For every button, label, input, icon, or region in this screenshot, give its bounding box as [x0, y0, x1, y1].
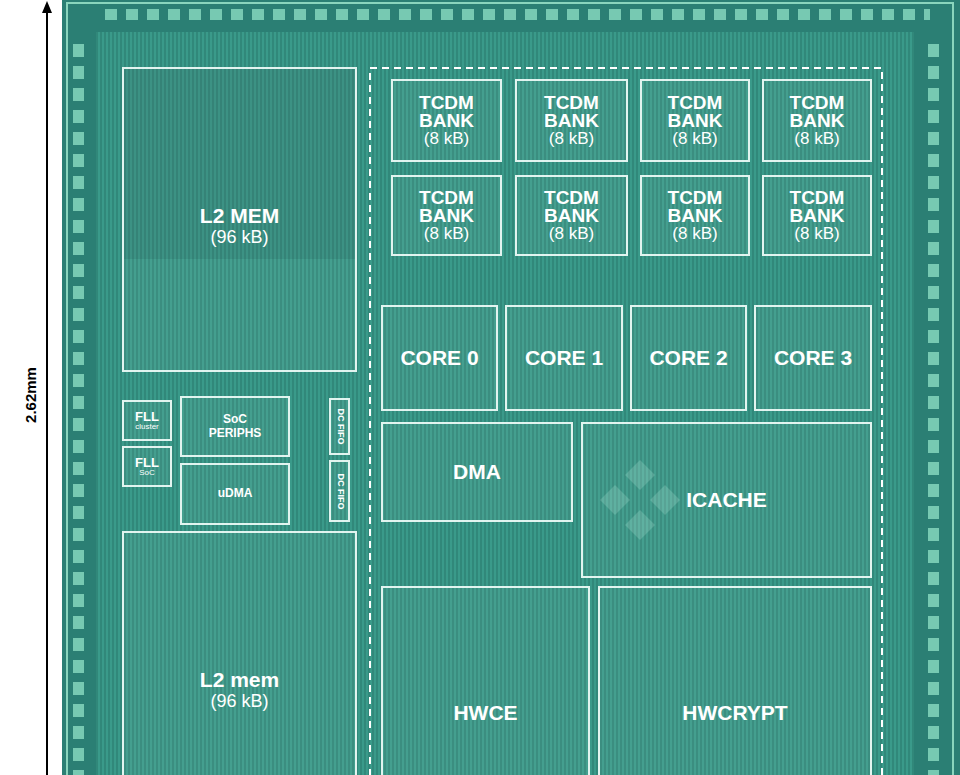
block-name: TCDM BANK — [540, 189, 604, 225]
block-name: TCDM BANK — [415, 94, 479, 130]
core-block: CORE 0 — [381, 305, 498, 411]
accelerator-block: HWCRYPT — [598, 586, 872, 775]
block-name: HWCE — [453, 701, 517, 724]
block-name: SoC PERIPHS — [204, 413, 266, 441]
block-name: TCDM BANK — [785, 189, 849, 225]
memory-bank: TCDM BANK(8 kB) — [762, 175, 872, 256]
cache-block: ICACHE — [581, 422, 872, 578]
fifo-block: DC FIFO — [329, 398, 350, 455]
block-name: TCDM BANK — [663, 94, 727, 130]
block-name: TCDM BANK — [415, 189, 479, 225]
memory-bank: TCDM BANK(8 kB) — [640, 79, 750, 162]
block-detail: (8 kB) — [549, 130, 594, 148]
block-name: TCDM BANK — [785, 94, 849, 130]
block-detail: (8 kB) — [424, 130, 469, 148]
block-name: HWCRYPT — [682, 701, 787, 724]
block-name: CORE 1 — [525, 346, 603, 369]
memory-block: L2 MEM(96 kB) — [122, 67, 357, 372]
memory-bank: TCDM BANK(8 kB) — [391, 79, 502, 162]
peripheral-block: SoC PERIPHS — [180, 396, 290, 457]
block-name: DC FIFO — [335, 473, 344, 509]
memory-bank: TCDM BANK(8 kB) — [762, 79, 872, 162]
block-name: ICACHE — [686, 488, 767, 511]
block-name: L2 mem — [200, 668, 279, 691]
block-detail: (8 kB) — [794, 130, 839, 148]
block-name: L2 MEM — [200, 204, 279, 227]
dimension-arrowhead — [42, 1, 52, 13]
memory-block: L2 mem(96 kB) — [122, 531, 357, 775]
io-pads-left — [73, 40, 84, 775]
block-name: CORE 2 — [649, 346, 727, 369]
block-detail: SoC — [139, 469, 155, 478]
memory-bank: TCDM BANK(8 kB) — [640, 175, 750, 256]
memory-bank: TCDM BANK(8 kB) — [515, 79, 628, 162]
dimension-line — [46, 10, 48, 775]
block-detail: (96 kB) — [210, 227, 268, 248]
block-name: DMA — [453, 460, 501, 483]
block-name: CORE 3 — [774, 346, 852, 369]
core-block: CORE 1 — [505, 305, 623, 411]
pll-block: FLLcluster — [122, 400, 172, 441]
core-block: CORE 3 — [754, 305, 872, 411]
block-detail: cluster — [135, 423, 159, 432]
block-detail: (96 kB) — [210, 691, 268, 712]
dma-block: uDMA — [180, 463, 290, 525]
block-detail: (8 kB) — [672, 130, 717, 148]
accelerator-block: HWCE — [381, 586, 590, 775]
memory-bank: TCDM BANK(8 kB) — [391, 175, 502, 256]
pll-block: FLLSoC — [122, 446, 172, 487]
core-block: CORE 2 — [630, 305, 747, 411]
label-holder: 2.62mm — [22, 367, 39, 423]
cluster-boundary — [370, 68, 882, 775]
io-pads-right — [928, 40, 939, 775]
block-name: FLL — [135, 456, 159, 469]
block-name: CORE 0 — [400, 346, 478, 369]
block-detail: (8 kB) — [549, 225, 594, 243]
block-name: DC FIFO — [335, 409, 344, 445]
memory-bank: TCDM BANK(8 kB) — [515, 175, 628, 256]
block-detail: (8 kB) — [424, 225, 469, 243]
block-name: TCDM BANK — [663, 189, 727, 225]
block-name: TCDM BANK — [540, 94, 604, 130]
block-name: uDMA — [218, 487, 253, 501]
dimension-label: 2.62mm — [22, 367, 39, 423]
block-detail: (8 kB) — [672, 225, 717, 243]
block-name: FLL — [135, 410, 159, 423]
fifo-block: DC FIFO — [329, 460, 350, 522]
io-pads-top — [100, 9, 930, 20]
dma-block: DMA — [381, 422, 573, 522]
block-detail: (8 kB) — [794, 225, 839, 243]
